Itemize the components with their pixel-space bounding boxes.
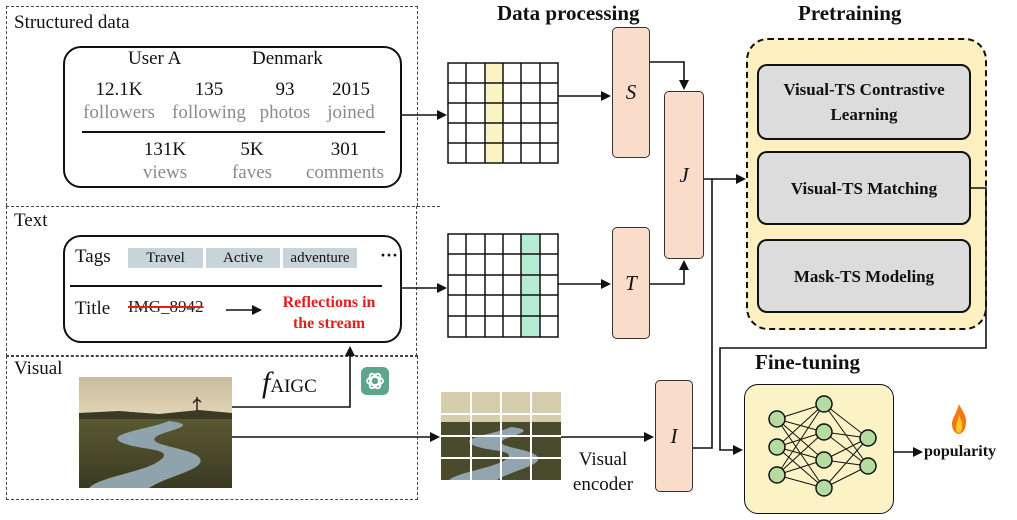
stat-value: 93 xyxy=(275,79,295,100)
block-i: I xyxy=(655,380,693,492)
fire-icon xyxy=(950,403,968,435)
network-node xyxy=(815,395,833,413)
network-edge xyxy=(776,431,825,476)
stat-label: faves xyxy=(231,162,273,183)
neural-network xyxy=(768,395,877,497)
stat-value: 2015 xyxy=(332,79,370,100)
task-line: Learning xyxy=(830,105,898,124)
fine-tuning-header: Fine-tuning xyxy=(755,350,861,374)
block-t: T xyxy=(612,227,650,339)
network-edge xyxy=(776,403,825,448)
new-title-line1: Reflections in xyxy=(282,294,376,311)
new-title-line2: the stream xyxy=(292,315,366,332)
aigc-function-label: fAIGC xyxy=(262,368,317,402)
tag-travel: Travel xyxy=(128,248,203,268)
text-divider xyxy=(70,285,382,287)
user-country: Denmark xyxy=(252,48,323,69)
network-edge xyxy=(776,403,825,476)
arrow-pretrain-to-finetune xyxy=(719,187,987,455)
structured-data-section xyxy=(6,6,418,206)
stat-label: comments xyxy=(305,162,385,183)
stat-photos: 93 photos xyxy=(254,78,316,124)
more-tags-ellipsis: ··· xyxy=(380,245,399,265)
visual-section-top-border xyxy=(6,355,418,356)
arrow-t-to-j xyxy=(650,260,689,285)
stat-following: 135 following xyxy=(166,78,252,124)
task-line: Visual-TS Matching xyxy=(790,178,938,198)
network-edge xyxy=(823,437,869,489)
network-node xyxy=(768,438,786,456)
profile-divider xyxy=(82,131,385,133)
block-s: S xyxy=(612,27,650,158)
task-line: Mask-TS Modeling xyxy=(793,266,935,286)
network-node xyxy=(815,479,833,497)
structured-data-label: Structured data xyxy=(14,12,130,33)
stat-views: 131K views xyxy=(132,138,198,184)
landscape-photo xyxy=(79,377,232,488)
stat-value: 5K xyxy=(240,139,264,160)
arrow-s-to-j xyxy=(650,61,689,90)
network-edge xyxy=(823,403,869,439)
stat-label: following xyxy=(172,102,246,123)
network-node xyxy=(859,457,877,475)
pretraining-header: Pretraining xyxy=(798,1,902,25)
stat-label: joined xyxy=(327,102,375,123)
text-section-right-border xyxy=(416,206,417,356)
text-label: Text xyxy=(14,210,48,231)
stat-label: photos xyxy=(259,102,311,123)
task-contrastive-learning: Visual-TS Contrastive Learning xyxy=(757,64,971,140)
stat-followers: 12.1K followers xyxy=(74,78,164,124)
old-title: IMG_8942 xyxy=(128,297,204,316)
task-matching: Visual-TS Matching xyxy=(757,151,971,225)
patched-photo xyxy=(441,392,561,480)
visual-encoder-label: Visual encoder xyxy=(568,447,638,497)
structured-grid xyxy=(447,62,559,164)
visual-label: Visual xyxy=(14,358,63,379)
aigc-subscript: AIGC xyxy=(270,376,317,397)
openai-icon xyxy=(361,367,389,395)
arrow-photo-to-aigc xyxy=(232,346,355,408)
task-mask-modeling: Mask-TS Modeling xyxy=(757,239,971,313)
arrow-i-to-finetune xyxy=(693,179,713,449)
new-title: Reflections in the stream xyxy=(264,292,394,334)
tag-active: Active xyxy=(206,248,280,268)
stat-value: 301 xyxy=(330,139,360,160)
title-label: Title xyxy=(75,298,111,319)
tags-label: Tags xyxy=(75,246,111,267)
text-grid xyxy=(447,233,559,338)
user-name: User A xyxy=(128,48,182,69)
aigc-f: f xyxy=(262,366,271,399)
network-node xyxy=(859,429,877,447)
network-node xyxy=(815,423,833,441)
network-node xyxy=(815,451,833,469)
data-processing-header: Data processing xyxy=(497,1,640,25)
network-node xyxy=(768,466,786,484)
task-line: Visual-TS Contrastive xyxy=(783,80,945,99)
popularity-label: popularity xyxy=(924,443,997,460)
stat-comments: 301 comments xyxy=(298,138,392,184)
encoder-line: Visual xyxy=(578,449,628,470)
profile-card xyxy=(63,46,402,188)
stat-value: 131K xyxy=(143,139,187,160)
text-section xyxy=(6,206,440,356)
block-j: J xyxy=(664,91,704,259)
tag-adventure: adventure xyxy=(283,248,357,268)
stat-faves: 5K faves xyxy=(224,138,280,184)
stat-joined: 2015 joined xyxy=(318,78,384,124)
visual-section xyxy=(6,356,418,500)
stat-value: 12.1K xyxy=(95,79,143,100)
encoder-line: encoder xyxy=(572,474,634,495)
network-node xyxy=(768,410,786,428)
stat-label: views xyxy=(142,162,188,183)
stat-value: 135 xyxy=(194,79,224,100)
stat-label: followers xyxy=(83,102,155,123)
